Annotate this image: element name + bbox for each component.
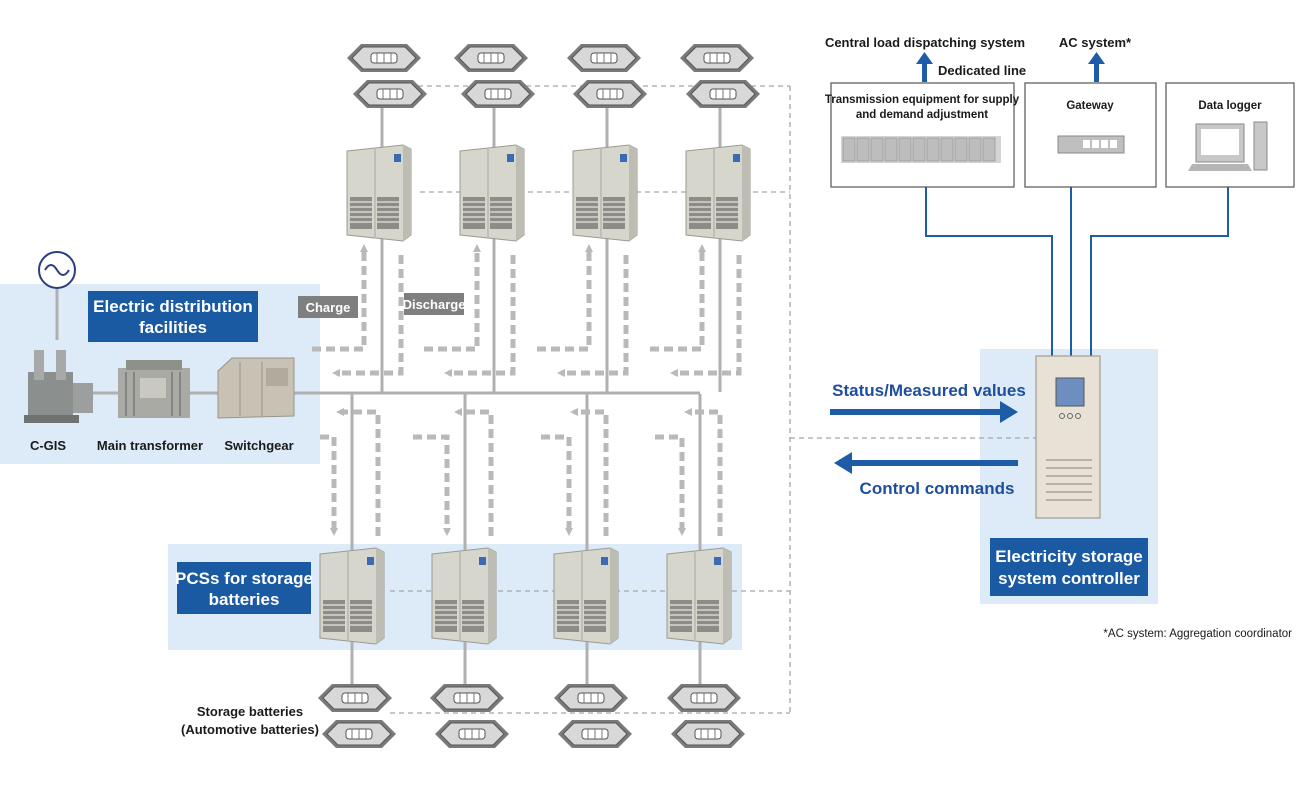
discharge-tag-label: Discharge [403, 297, 466, 312]
central-load-label: Central load dispatching system [825, 35, 1025, 50]
discharge-arrow-1 [332, 255, 404, 377]
battery-module-icon [460, 79, 536, 109]
switchgear-icon [217, 357, 295, 419]
battery-module-icon [553, 683, 629, 713]
pcs-cabinet-icon [685, 144, 751, 242]
pcs-cabinet-icon [553, 547, 619, 645]
batteries-label-line2: (Automotive batteries) [181, 722, 319, 737]
pcs-cabinet-icon [431, 547, 497, 645]
charge-arrow-4 [650, 244, 706, 352]
pcs-cabinets-top [346, 144, 751, 242]
discharge-arrow-4 [670, 255, 742, 377]
dedicated-line-label: Dedicated line [938, 63, 1026, 78]
transmission-equipment-box [830, 82, 1015, 188]
gateway-label: Gateway [1066, 100, 1114, 112]
pcs-title-box [177, 562, 311, 614]
footnote: *AC system: Aggregation coordinator [1103, 628, 1292, 640]
battery-module-icon [434, 719, 510, 749]
pcs-title-line2: batteries [209, 590, 280, 609]
command-arrow [834, 452, 1018, 474]
discharge-tag [404, 293, 464, 315]
distribution-title-line1: Electric distribution [93, 297, 253, 316]
charge-tag [298, 296, 358, 318]
data-logger-label: Data logger [1198, 100, 1262, 112]
battery-module-icon [557, 719, 633, 749]
gateway-icon [1057, 135, 1125, 154]
controller-links [925, 187, 1229, 358]
pcs-cabinet-icon [459, 144, 525, 242]
switchgear-label: Switchgear [224, 438, 293, 453]
pcs-cabinet-icon [572, 144, 638, 242]
cgis-label: C-GIS [30, 438, 66, 453]
controller-cabinet-icon [1035, 355, 1101, 519]
charge-arrow-3 [537, 244, 593, 352]
battery-module-icon [429, 683, 505, 713]
pcs-cabinet-icon [346, 144, 412, 242]
battery-module-icon [352, 79, 428, 109]
status-arrow [830, 401, 1018, 423]
battery-module-icon [685, 79, 761, 109]
command-label: Control commands [860, 479, 1015, 498]
charge-arrow-1 [312, 244, 368, 352]
batteries-label-line1: Storage batteries [197, 704, 303, 719]
pcs-title-line1: PCSs for storage [175, 569, 313, 588]
battery-module-icon [679, 43, 755, 73]
status-label: Status/Measured values [832, 381, 1026, 400]
charge-arrow-2 [424, 244, 481, 352]
discharge-arrow-2 [444, 255, 516, 377]
transmission-label-line1: Transmission equipment for supply [825, 94, 1020, 106]
battery-module-icon [453, 43, 529, 73]
charge-tag-label: Charge [306, 300, 351, 315]
battery-module-icon [666, 683, 742, 713]
computer-icon [1188, 121, 1268, 171]
upward-arrows [916, 52, 1105, 82]
battery-module-icon [321, 719, 397, 749]
charge-discharge-arrows-lower [320, 408, 723, 536]
transmission-label-line2: and demand adjustment [856, 109, 988, 121]
battery-modules-bottom [317, 683, 746, 749]
battery-module-icon [670, 719, 746, 749]
battery-module-icon [346, 43, 422, 73]
battery-module-icon [317, 683, 393, 713]
ac-source [38, 251, 76, 289]
rack-icon [841, 136, 1001, 163]
distribution-title-line2: facilities [139, 318, 207, 337]
transformer-label: Main transformer [97, 438, 203, 453]
battery-module-icon [566, 43, 642, 73]
cgis-icon [24, 350, 93, 423]
distribution-title-box [88, 291, 258, 342]
ac-system-label: AC system* [1059, 35, 1132, 50]
charge-discharge-arrows-upper [312, 244, 742, 377]
gateway-box [1024, 82, 1157, 188]
pcs-cabinet-icon [666, 547, 732, 645]
controller-title-box [990, 538, 1148, 596]
pcs-cabinet-icon [319, 547, 385, 645]
discharge-arrow-3 [557, 255, 629, 377]
controller-title-line1: Electricity storage [995, 547, 1142, 566]
battery-modules-top [346, 43, 761, 109]
transformer-icon [118, 360, 190, 418]
battery-module-icon [572, 79, 648, 109]
controller-title-line2: system controller [998, 569, 1140, 588]
